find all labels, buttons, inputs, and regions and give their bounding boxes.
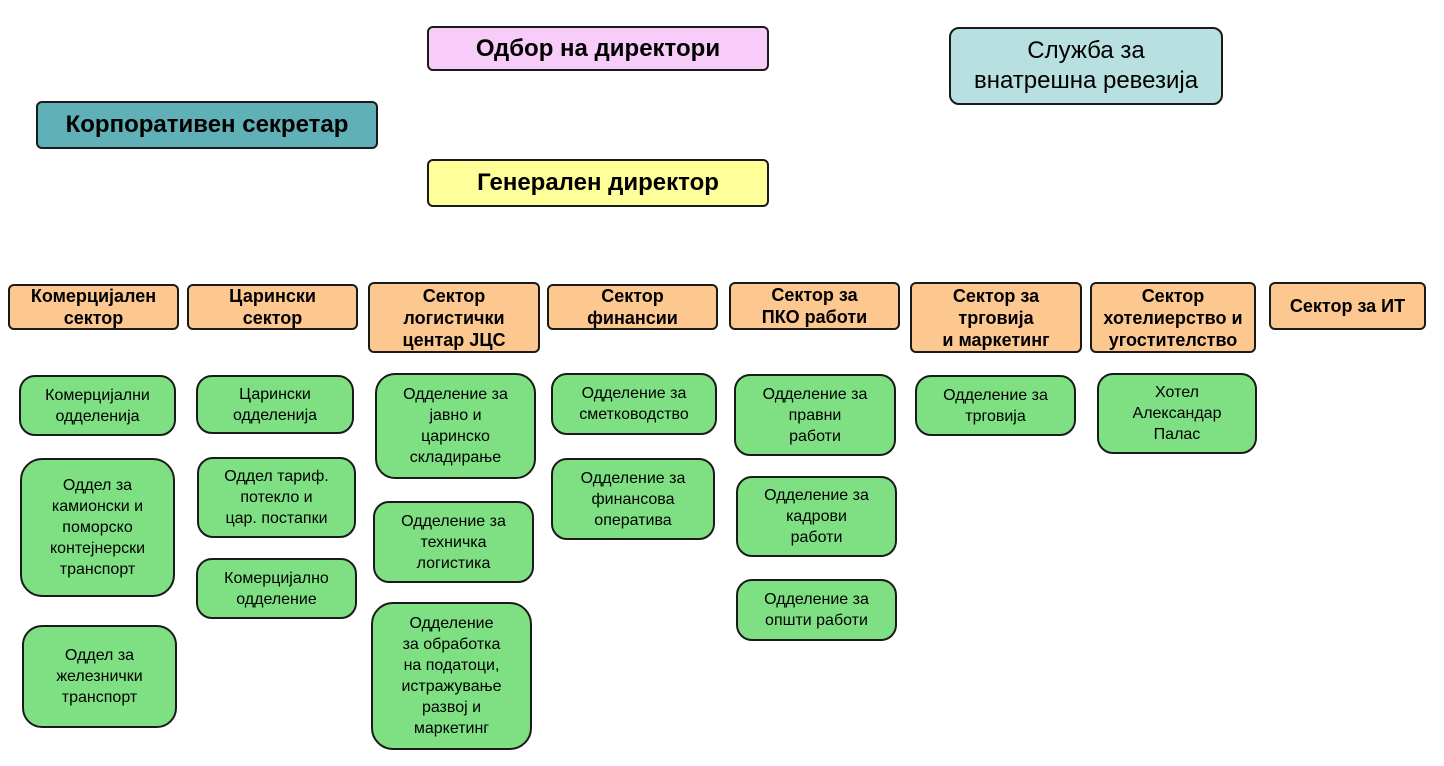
dept-tariff-origin: Оддел тариф. потекло и цар. постапки xyxy=(197,457,356,538)
internal-audit-box: Служба за внатрешна ревезија xyxy=(949,27,1223,105)
sector-hospitality: Сектор хотелиерство и угостителство xyxy=(1090,282,1256,353)
dept-legal-affairs: Одделение за правни работи xyxy=(734,374,896,456)
dept-commercial-departments: Комерцијални одделенија xyxy=(19,375,176,436)
sector-commercial: Комерцијален сектор xyxy=(8,284,179,330)
dept-technical-logistics: Одделение за техничка логистика xyxy=(373,501,534,583)
general-director-box: Генерален директор xyxy=(427,159,769,207)
sector-logistics-center: Сектор логистички центар ЈЦС xyxy=(368,282,540,353)
dept-trade: Одделение за трговија xyxy=(915,375,1076,436)
sector-finance: Сектор финансии xyxy=(547,284,718,330)
dept-accounting: Одделение за сметководство xyxy=(551,373,717,435)
dept-data-processing-research: Одделение за обработка на податоци, истр… xyxy=(371,602,532,750)
dept-general-affairs: Одделение за општи работи xyxy=(736,579,897,641)
sector-pko: Сектор за ПКО работи xyxy=(729,282,900,330)
dept-rail-transport: Оддел за железнички транспорт xyxy=(22,625,177,728)
dept-financial-operations: Одделение за финансова оператива xyxy=(551,458,715,540)
dept-commercial-department: Комерцијално одделение xyxy=(196,558,357,619)
board-of-directors-box: Одбор на директори xyxy=(427,26,769,71)
dept-hotel-aleksandar-palas: Хотел Александар Палас xyxy=(1097,373,1257,454)
sector-trade-marketing: Сектор за трговија и маркетинг xyxy=(910,282,1082,353)
dept-public-customs-warehousing: Одделение за јавно и царинско складирање xyxy=(375,373,536,479)
corporate-secretary-box: Корпоративен секретар xyxy=(36,101,378,149)
dept-customs-departments: Царински одделенија xyxy=(196,375,354,434)
dept-truck-maritime-transport: Оддел за камионски и поморско контејнерс… xyxy=(20,458,175,597)
sector-it: Сектор за ИТ xyxy=(1269,282,1426,330)
sector-customs: Царински сектор xyxy=(187,284,358,330)
dept-human-resources: Одделение за кадрови работи xyxy=(736,476,897,557)
